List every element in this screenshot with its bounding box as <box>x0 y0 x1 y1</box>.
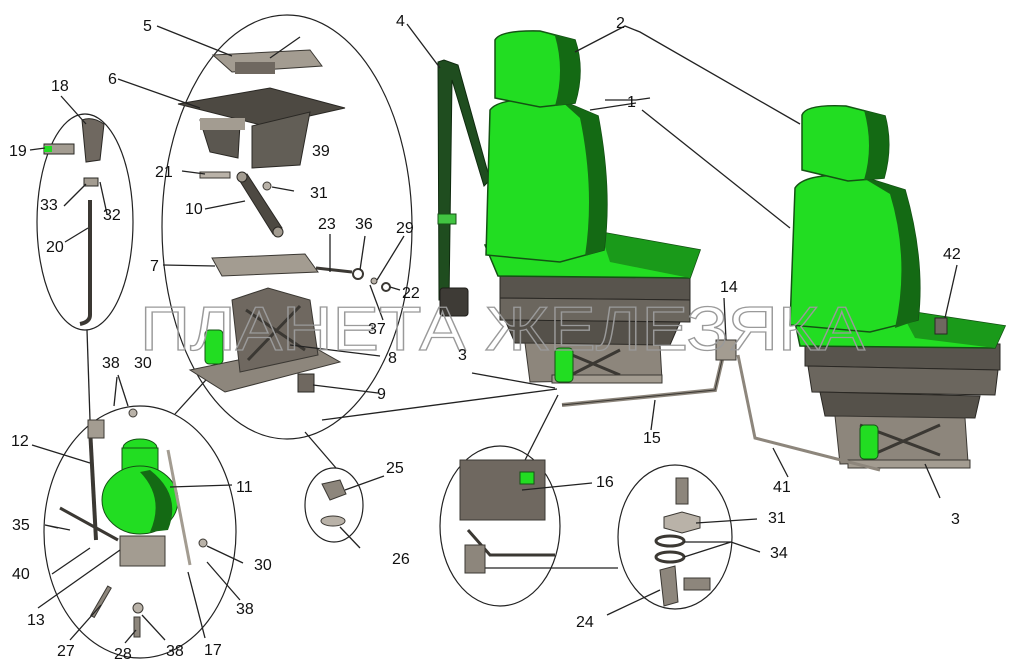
callout-2: 2 <box>616 15 625 32</box>
air-spring-lever <box>88 427 98 541</box>
callout-7: 7 <box>150 258 159 275</box>
callout-35: 35 <box>12 517 30 534</box>
oval-air-spring-detail <box>43 405 237 659</box>
bolt-parts <box>654 477 711 607</box>
callout-41: 41 <box>773 479 791 496</box>
callout-8: 8 <box>388 350 397 367</box>
callout-19: 19 <box>9 143 27 160</box>
callout-28: 28 <box>114 646 132 663</box>
callout-labels: 1 2 3 3 4 5 6 7 8 9 10 11 12 13 14 15 16… <box>9 13 961 663</box>
callout-40: 40 <box>12 566 30 583</box>
callout-25: 25 <box>386 460 404 477</box>
callout-5: 5 <box>143 18 152 35</box>
callout-31-bolt: 31 <box>768 510 786 527</box>
callout-23: 23 <box>318 216 336 233</box>
callout-18: 18 <box>51 78 69 95</box>
linkage-rod-right <box>736 354 881 472</box>
watermark-text: ПЛАНЕТА ЖЕЛЕЗЯКА <box>140 295 866 364</box>
lower-scissor <box>211 253 319 277</box>
callout-37: 37 <box>368 321 386 338</box>
leader-lines <box>29 23 958 644</box>
callout-27: 27 <box>57 643 75 660</box>
seat-right <box>789 104 1007 469</box>
oval-fitting-detail <box>304 467 364 543</box>
callout-3-left: 3 <box>458 347 467 364</box>
callout-36: 36 <box>355 216 373 233</box>
callout-11: 11 <box>236 479 253 496</box>
callout-38-top: 38 <box>102 355 120 372</box>
seat-belt <box>437 59 491 301</box>
oval-bolt-detail <box>617 464 733 610</box>
shock-absorber <box>237 173 283 235</box>
handle-rod <box>79 200 92 326</box>
callout-31-top: 31 <box>310 185 328 202</box>
callout-26: 26 <box>392 551 410 568</box>
callout-38-right: 38 <box>236 601 254 618</box>
callout-24: 24 <box>576 614 594 631</box>
callout-9: 9 <box>377 386 386 403</box>
callout-33: 33 <box>40 197 58 214</box>
callout-14: 14 <box>720 279 738 296</box>
callout-10: 10 <box>185 201 203 218</box>
callout-20: 20 <box>46 239 64 256</box>
callout-29: 29 <box>396 220 414 237</box>
callout-38-bottom: 38 <box>166 643 184 660</box>
callout-30-top: 30 <box>134 355 152 372</box>
detail-ovals <box>36 14 733 659</box>
oval-handle-detail <box>36 113 134 331</box>
bracket-9 <box>297 373 315 393</box>
callout-15: 15 <box>643 430 661 447</box>
handle-parts <box>43 118 105 326</box>
suspension-parts <box>177 49 391 393</box>
air-spring-parts <box>59 408 208 638</box>
callout-3-right: 3 <box>951 511 960 528</box>
callout-22: 22 <box>402 285 420 302</box>
callout-13: 13 <box>27 612 45 629</box>
seat-left <box>437 30 702 384</box>
oval-suspension-mechanism <box>161 14 413 440</box>
callout-16: 16 <box>596 474 614 491</box>
seat-belt-anchor <box>437 213 457 225</box>
fitting-parts <box>320 479 347 527</box>
oval-valve-linkage-detail <box>439 445 561 607</box>
callout-6: 6 <box>108 71 117 88</box>
callout-4: 4 <box>396 13 405 30</box>
seat-air-spring <box>554 347 574 383</box>
callout-39: 39 <box>312 143 330 160</box>
callout-42: 42 <box>943 246 961 263</box>
callout-34: 34 <box>770 545 788 562</box>
callout-17: 17 <box>204 642 222 659</box>
callout-32: 32 <box>103 207 121 224</box>
valve-parts <box>459 459 555 574</box>
callout-12: 12 <box>11 433 29 450</box>
callout-30-right: 30 <box>254 557 272 574</box>
callout-1: 1 <box>627 94 636 111</box>
seat-belt-buckle <box>439 287 469 317</box>
callout-21: 21 <box>155 164 173 181</box>
